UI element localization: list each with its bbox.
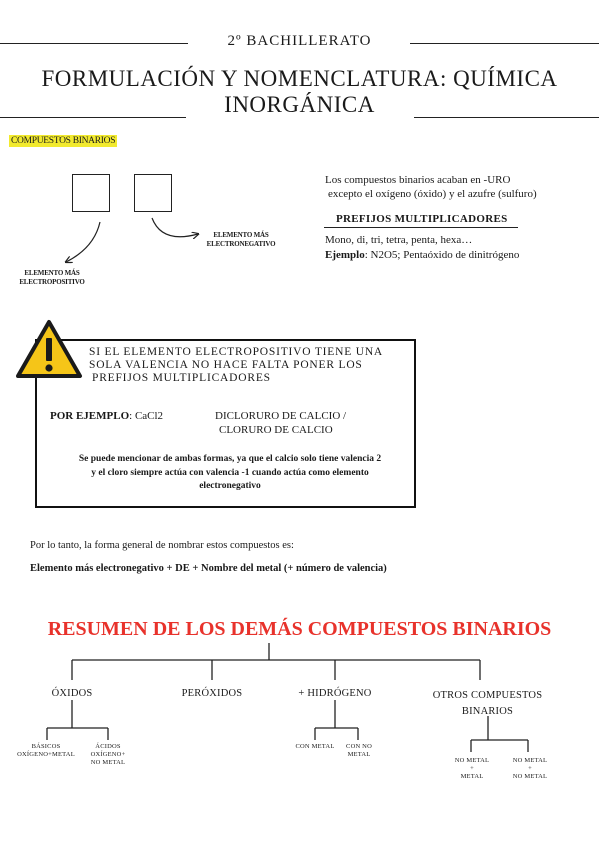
header-rule-left bbox=[0, 43, 188, 44]
branch-otros-line2: BINARIOS bbox=[461, 706, 514, 717]
warning-example: POR EJEMPLO: CaCl2 bbox=[50, 409, 163, 423]
leaf-oxidos-basicos: BÁSICOS OXÍGENO+METAL bbox=[17, 743, 75, 758]
prefix-heading: PREFIJOS MULTIPLICADORES bbox=[336, 213, 508, 225]
general-rule: Elemento más electronegativo + DE + Nomb… bbox=[30, 563, 387, 574]
warning-box bbox=[35, 339, 416, 508]
title-rule-left bbox=[0, 117, 186, 118]
branch-otros: OTROS COMPUESTOS BINARIOS bbox=[420, 688, 555, 720]
summary-title: RESUMEN DE LOS DEMÁS COMPUESTOS BINARIOS bbox=[47, 618, 552, 640]
prefix-example-text: : N2O5; Pentaóxido de dinitrógeno bbox=[364, 249, 520, 261]
ending-rule-line1: Los compuestos binarios acaban en -URO bbox=[325, 174, 511, 186]
prefix-example-label: Ejemplo bbox=[325, 249, 365, 261]
warning-note-line2: y el cloro siempre actúa con valencia -1… bbox=[91, 467, 369, 478]
arrows-diagram bbox=[0, 217, 599, 300]
electropositive-box bbox=[72, 174, 110, 212]
grade-label: 2º BACHILLERATO bbox=[227, 33, 372, 49]
header-rule-right bbox=[410, 43, 599, 44]
warning-note: Se puede mencionar de ambas formas, ya q… bbox=[50, 453, 410, 494]
warning-text-line1: SI EL ELEMENTO ELECTROPOSITIVO TIENE UNA bbox=[89, 346, 384, 358]
branch-peroxidos: PERÓXIDOS bbox=[181, 688, 243, 699]
section-label-binary: COMPUESTOS BINARIOS bbox=[9, 135, 118, 147]
warning-example-name-line1: DICLORURO DE CALCIO / bbox=[215, 410, 347, 422]
leaf-otros-no-metal-no-metal: NO METAL + NO METAL bbox=[512, 757, 548, 780]
warning-text-line2: SOLA VALENCIA NO HACE FALTA PONER LOS bbox=[89, 359, 363, 371]
arrow-to-electropositive bbox=[66, 221, 101, 262]
leaf-hidrogeno-no-metal: CON NO METAL bbox=[346, 743, 372, 758]
warning-note-line1: Se puede mencionar de ambas formas, ya q… bbox=[78, 454, 382, 464]
prefix-list: Mono, di, tri, tetra, penta, hexa… bbox=[325, 234, 473, 246]
leaf-oxidos-acidos: ÁCIDOS OXÍGENO+ NO METAL bbox=[90, 743, 126, 766]
title-rule-right bbox=[414, 117, 599, 118]
branch-oxidos: ÓXIDOS bbox=[51, 688, 93, 699]
leaf-otros-no-metal-metal: NO METAL + METAL bbox=[454, 757, 490, 780]
page-title: FORMULACIÓN Y NOMENCLATURA: QUÍMICA INOR… bbox=[41, 66, 558, 117]
ending-rule-line2: excepto el oxígeno (óxido) y el azufre (… bbox=[328, 188, 537, 200]
electronegative-caption: ELEMENTO MÁS ELECTRONEGATIVO bbox=[206, 231, 276, 248]
branch-hidrogeno: + HIDRÓGENO bbox=[298, 688, 372, 699]
warning-note-line3: electronegativo bbox=[199, 481, 261, 491]
leaf-hidrogeno-metal: CON METAL bbox=[295, 743, 335, 750]
prefix-heading-underline bbox=[324, 227, 518, 228]
warning-text-line3: PREFIJOS MULTIPLICADORES bbox=[92, 372, 271, 384]
warning-example-name-line2: CLORURO DE CALCIO bbox=[219, 424, 333, 436]
general-intro: Por lo tanto, la forma general de nombra… bbox=[30, 540, 294, 551]
arrow-to-electronegative bbox=[151, 217, 198, 237]
branch-otros-line1: OTROS COMPUESTOS bbox=[432, 690, 543, 701]
electropositive-caption: ELEMENTO MÁS ELECTROPOSITIVO bbox=[19, 269, 85, 286]
warning-example-formula: : CaCl2 bbox=[129, 410, 164, 422]
warning-example-label: POR EJEMPLO bbox=[50, 410, 130, 422]
electronegative-box bbox=[134, 174, 172, 212]
prefix-example: Ejemplo: N2O5; Pentaóxido de dinitrógeno bbox=[325, 248, 519, 262]
warning-triangle-icon bbox=[16, 320, 82, 378]
